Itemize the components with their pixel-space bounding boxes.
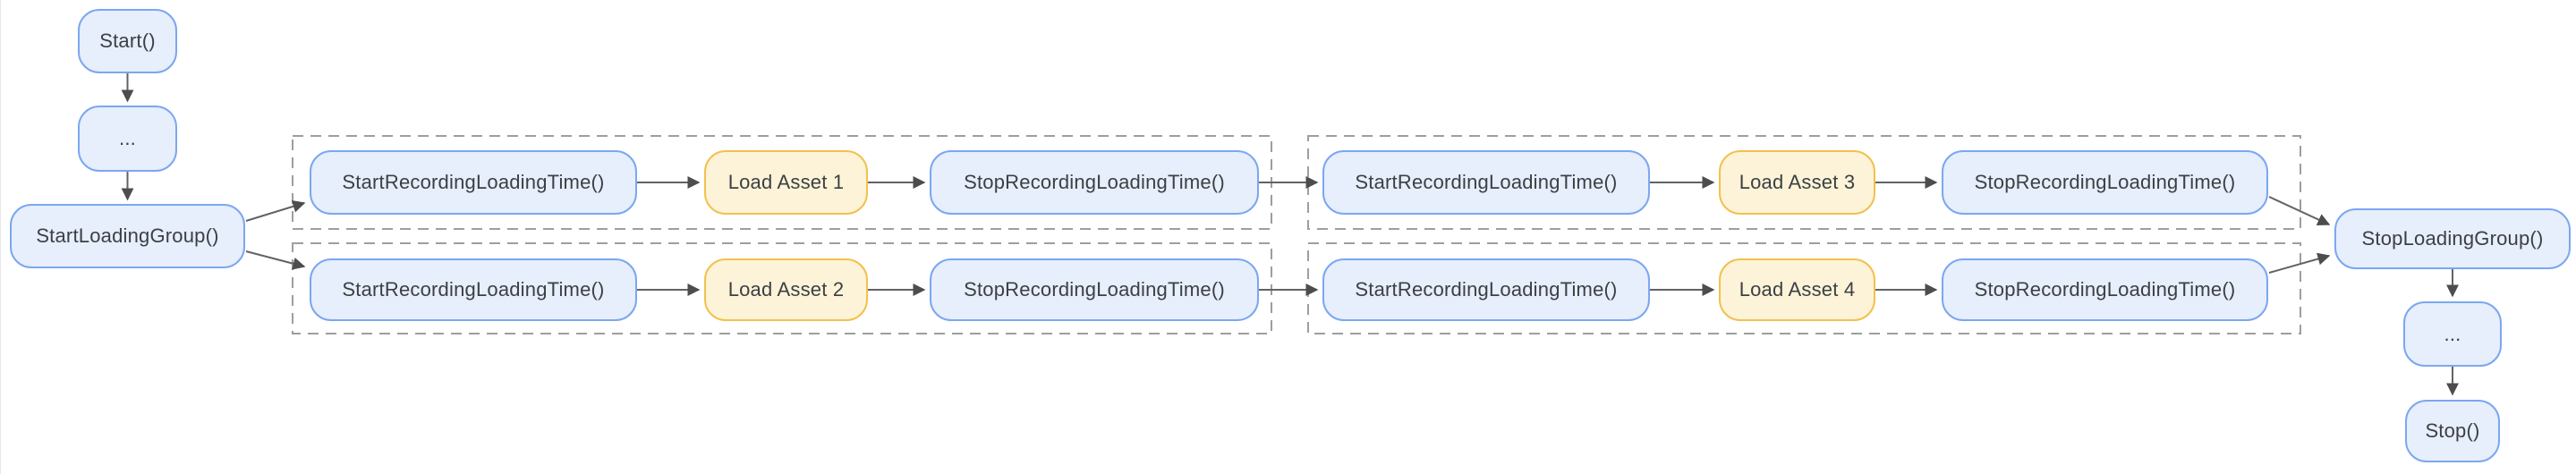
edge-g2r2-to-stop-loading-group (2268, 252, 2331, 274)
node-g2r1-load-asset: Load Asset 3 (1719, 150, 1875, 215)
node-g1r1-start-recording: StartRecordingLoadingTime() (310, 150, 637, 215)
node-g2r2-load-asset: Load Asset 4 (1719, 258, 1875, 321)
node-g2r1-start-recording: StartRecordingLoadingTime() (1322, 150, 1650, 215)
node-ellipsis-top: ... (78, 106, 177, 172)
node-stop-loading-group: StopLoadingGroup() (2334, 208, 2571, 269)
node-ellipsis-bottom: ... (2403, 301, 2502, 367)
edge-start-loading-group-to-row2 (245, 250, 306, 270)
edge-start-loading-group-to-row1 (245, 200, 306, 222)
loading-group-1-row-2-frame (292, 242, 1272, 334)
loading-group-2-row-1-frame (1307, 135, 2301, 230)
node-g2r1-stop-recording: StopRecordingLoadingTime() (1942, 150, 2268, 215)
node-g1r2-stop-recording: StopRecordingLoadingTime() (930, 258, 1259, 321)
node-g1r1-load-asset: Load Asset 1 (704, 150, 868, 215)
node-g1r2-load-asset: Load Asset 2 (704, 258, 868, 321)
edge-g2r1-to-stop-loading-group (2268, 196, 2331, 226)
node-g2r2-start-recording: StartRecordingLoadingTime() (1322, 258, 1650, 321)
node-g2r2-stop-recording: StopRecordingLoadingTime() (1942, 258, 2268, 321)
node-stop: Stop() (2405, 400, 2500, 462)
node-start: Start() (78, 9, 177, 73)
node-start-loading-group: StartLoadingGroup() (10, 204, 245, 268)
node-g1r2-start-recording: StartRecordingLoadingTime() (310, 258, 637, 321)
node-g1r1-stop-recording: StopRecordingLoadingTime() (930, 150, 1259, 215)
